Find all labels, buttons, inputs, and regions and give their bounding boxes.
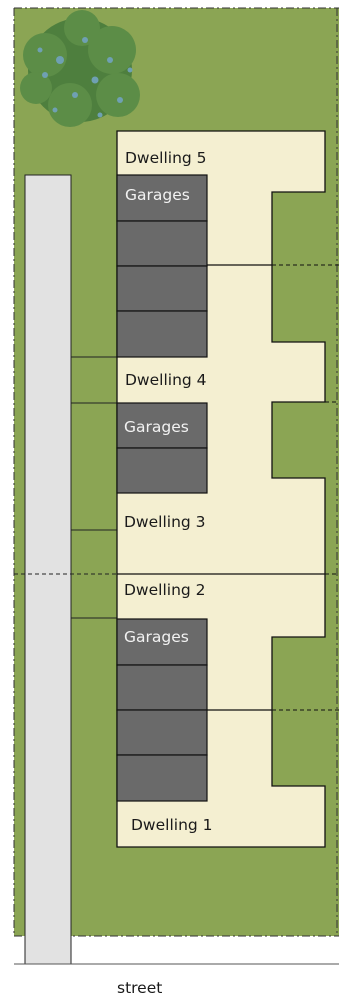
garages-top-label: Garages [125,186,190,204]
garages-bottom-label: Garages [124,628,189,646]
dwelling-1-label: Dwelling 1 [131,816,213,834]
dwelling-2-label: Dwelling 2 [124,581,206,599]
garage-block-top [116,174,208,358]
driveway [24,174,72,965]
dwelling-5-label: Dwelling 5 [125,149,207,167]
garage-block-middle [116,402,208,494]
street-label: street [117,979,162,997]
dwelling-3-label: Dwelling 3 [124,513,206,531]
garage-block-bottom [116,618,208,802]
garages-middle-label: Garages [124,418,189,436]
lawn-pad-upper [70,356,118,404]
tree-icon [20,10,140,127]
dwelling-4-label: Dwelling 4 [125,371,207,389]
